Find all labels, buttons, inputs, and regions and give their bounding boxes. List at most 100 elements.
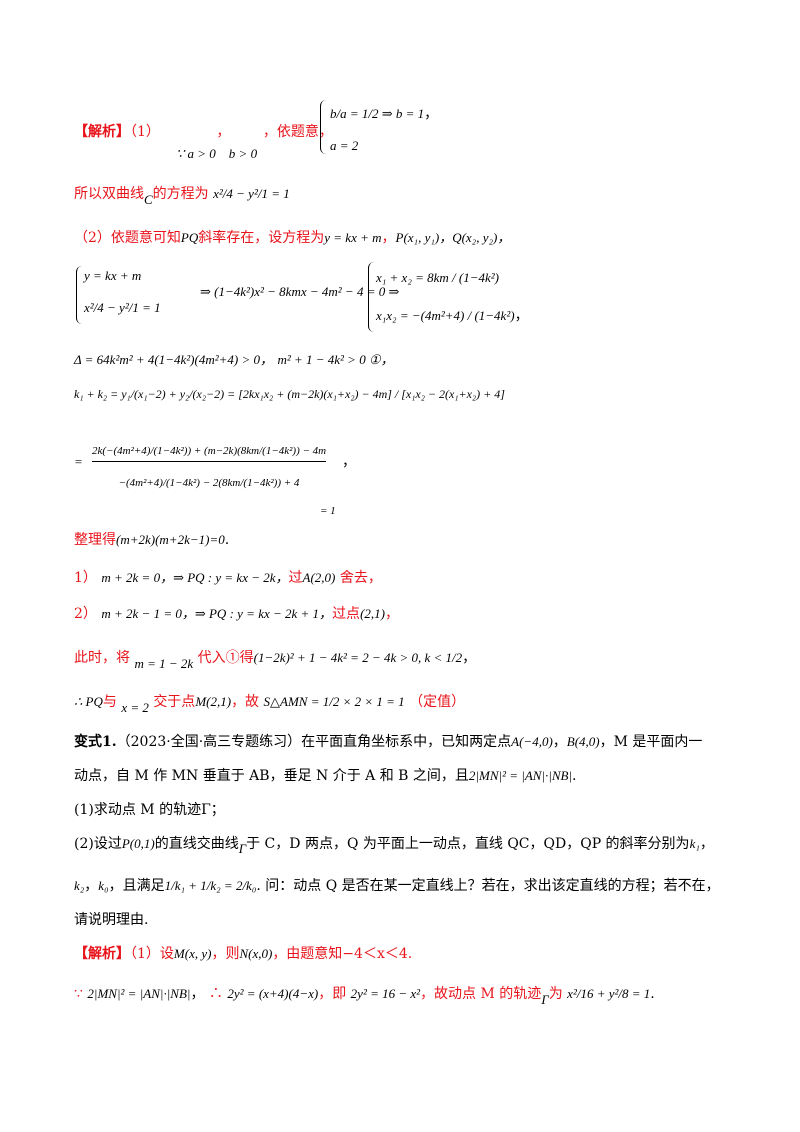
part2-lead-2: 斜率存在，设方程为 [198,230,325,246]
system-line-2: a = 2 [330,136,740,156]
substitute-line: 此时，将 m = 1 − 2k 代入①得(1−2k)² + 1 − 4k² = … [74,648,740,674]
hence-text: ，故 [231,694,260,710]
variant-source: （2023·全国·高三专题练习）在平面直角坐标系中，已知两定点 [116,734,512,750]
vs-eq-3: 2y² = 16 − x² [350,986,421,1001]
with-text: 与 [102,694,117,710]
case2-line: 2） m + 2k − 1 = 0，⇒ PQ : y = kx − 2k + 1… [74,604,740,624]
part2-intro-line: （2）依题意可知PQ斜率存在，设方程为y = kx + m，P(x₁, y₁)，… [74,230,511,246]
equation-text: 的方程为 [152,186,209,202]
case2-equation: m + 2k − 1 = 0，⇒ PQ : y = kx − 2k + 1， [101,606,333,621]
then-text: 此时，将 [74,650,130,666]
question-2-line-1: (2)设过P(0,1)的直线交曲线Γ于 C，D 两点，Q 为平面上一动点，直线 … [74,834,740,859]
equals-sign: = [74,454,83,469]
line-eq: y = kx + m [84,268,142,283]
slope-sum-line: k₁ + k₂ = y₁/(x₁−2) + y₂/(x₂−2) = [2kx₁x… [74,384,740,404]
point-a: A(2,0) [302,570,336,585]
case1-line: 1） m + 2k = 0，⇒ PQ : y = kx − 2k，过A(2,0)… [74,568,740,588]
point-m: M(2,1) [195,694,232,709]
condition-1: m² + 1 − 4k² > 0 ①， [277,352,394,367]
gamma-symbol: Γ [238,841,247,856]
solution-part1-line: 【解析】（1） ， ，依题意， [74,122,740,142]
comma: ， [342,454,356,470]
hyperbola-equation-line: 所以双曲线C的方程为 x²/4 − y²/1 = 1 [74,184,740,210]
m-substitution: m = 1 − 2k [134,656,194,671]
according-text: 依题意， [276,124,333,140]
variant-solution-line-2: ∵ 2|MN|² = |AN|·|NB|， ∴ 2y² = (x+4)(4−x)… [74,984,740,1010]
question-1: (1)求动点 M 的轨迹Γ； [74,800,740,820]
comma: ， [424,106,439,122]
fixed-value-text: （定值） [409,694,466,710]
numerator: 2k(−(4m²+4)/(1−4k²)) + (m−2k)(8km/(1−4k²… [92,445,327,457]
area-value: S△AMN = 1/2 × 2 × 1 = 1 [263,694,405,709]
case2-number: 2） [74,606,97,622]
question-2-line-2: k₂，k₀，且满足1/k₁ + 1/k₂ = 2/k₀. 问：动点 Q 是否在某… [74,876,740,896]
denominator: −(4m²+4)/(1−4k²) − 2(8km/(1−4k²)) + 4 [118,477,300,489]
line-x-2: x = 2 [121,700,149,715]
variant-solution-line-1: 【解析】（1）设M(x, y)，则N(x,0)，由题意知−4＜x＜4. [74,944,740,964]
period: . [650,986,655,1002]
vieta-line-2: x₁x₂ = −(4m²+4) / (1−4k²)， [376,308,529,324]
part2-lead: （2）依题意可知 [74,230,181,246]
point-m-xy: M(x, y) [173,946,212,961]
period: . [572,768,577,784]
hyperbola-eq: x²/4 − y²/1 = 1 [84,300,161,315]
conclusion-line: ∴ PQ与 x = 2 交于点M(2,1)，故 S△AMN = 1/2 × 2 … [74,692,740,718]
positivity-condition: ∵ a > 0 b > 0 [176,146,258,161]
comma: ， [216,124,231,140]
vieta-line-1: x₁ + x₂ = 8km / (1−4k²) [376,268,740,288]
vs-text-b: ，则 [211,946,240,962]
q2-text-a: (2)设过 [74,836,122,852]
system2-brace [76,266,83,324]
part1-number: （1） [130,124,160,140]
discriminant-line: Δ = 64k²m² + 4(1−4k²)(4m²+4) > 0， m² + 1… [74,350,740,370]
variant-condition: 2|MN|² = |AN|·|NB| [468,768,573,783]
case1-number: 1） [74,570,97,586]
quadratic-equation: ⇒ (1−4k²)x² − 8kmx − 4m² − 4 = 0 ⇒ [200,284,400,299]
discriminant: Δ = 64k²m² + 4(1−4k²)(4m²+4) > 0， [74,352,273,367]
hyperbola-equation: x²/4 − y²/1 = 1 [213,186,290,201]
vs-text-c: ，由题意知−4＜x＜4. [272,946,413,962]
then-text-2: 代入①得 [197,650,254,666]
variant-line-2: 动点，自 M 作 MN 垂直于 AB，垂足 N 介于 A 和 B 之间，且2|M… [74,766,740,786]
point-p: P(0,1) [121,836,155,851]
point-b-fixed: B(4,0) [566,734,600,749]
a-value: a = 2 [330,138,359,153]
comma: ， [84,878,99,894]
substitution-result: (1−2k)² + 1 − 4k² = 2 − 4k > 0, k < 1/2 [253,650,463,665]
variant-line-1: 变式1.（2023·全国·高三专题练习）在平面直角坐标系中，已知两定点A(−4,… [74,732,740,752]
ratio-equation: b/a = 1/2 ⇒ b = 1 [330,106,425,121]
case1-text: 过 [288,570,303,586]
k1-symbol: k₁ [689,836,700,851]
comma: ， [262,124,277,140]
pq-label: PQ [180,230,199,245]
solution-label: 【解析】 [74,946,130,962]
line-equation: y = kx + m [324,230,382,245]
vieta-product: x₁x₂ = −(4m²+4) / (1−4k²) [376,308,515,323]
comma: ， [462,650,477,666]
q3-text-b: . 问：动点 Q 是否在某一定直线上？若在，求出该定直线的方程；若不在， [256,878,720,894]
therefore-symbol: ∴ [208,986,223,1002]
simplify-line: 整理得(m+2k)(m+2k−1)=0. [74,530,740,550]
comma: ， [190,986,205,1002]
quadratic-line: ⇒ (1−4k²)x² − 8kmx − 4m² − 4 = 0 ⇒ [200,282,740,302]
big-fraction-right: = 1 [320,500,740,521]
period: . [224,532,230,548]
variant-title: 变式1. [74,734,117,750]
simplify-text: 整理得 [74,532,116,548]
vs-eq-1: 2|MN|² = |AN|·|NB| [87,986,191,1001]
simplified-equation: (m+2k)(m+2k−1)=0 [116,532,225,547]
vieta-brace [368,262,375,332]
big-fraction-denominator: −(4m²+4)/(1−4k²) − 2(8km/(1−4k²)) + 4 [92,472,326,493]
system-brace [320,100,327,154]
system2-line-2: x²/4 − y²/1 = 1 [84,298,740,318]
vs-text-a: （1）设 [130,946,174,962]
big-fraction-numerator: 2k(−(4m²+4)/(1−4k²)) + (m−2k)(8km/(1−4k²… [92,440,326,462]
comma: ， [699,836,714,852]
point-a-fixed: A(−4,0) [511,734,553,749]
intersection-points: P(x₁, y₁)，Q(x₂, y₂)， [395,230,511,245]
big-fraction-tail: ， [342,452,740,472]
variant-line2-text: 动点，自 M 作 MN 垂直于 AB，垂足 N 介于 A 和 B 之间，且 [74,768,469,784]
vs-text-d: ，故动点 M 的轨迹 [420,986,542,1002]
vieta-sum: x₁ + x₂ = 8km / (1−4k²) [376,270,499,285]
